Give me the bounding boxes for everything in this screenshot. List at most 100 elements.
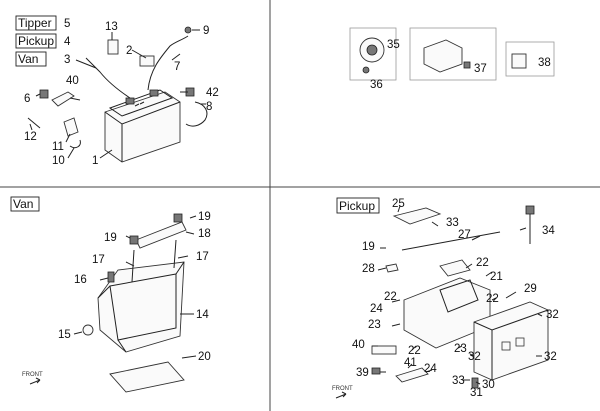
variant-label-van-bottom: Van bbox=[13, 197, 33, 211]
callout-40-pickup: 40 bbox=[352, 339, 365, 351]
callout-2: 2 bbox=[126, 45, 132, 57]
callout-1: 1 bbox=[92, 155, 98, 167]
callout-21: 21 bbox=[490, 271, 503, 283]
callout-22d: 22 bbox=[408, 345, 421, 357]
variant-label-tipper: Tipper bbox=[18, 16, 52, 30]
callout-18: 18 bbox=[198, 228, 211, 240]
battery-quadrant: Tipper 5 Pickup 4 Van 3 13 9 2 7 bbox=[15, 15, 219, 167]
bolt-9 bbox=[184, 26, 192, 34]
strip-40 bbox=[371, 345, 397, 355]
positive-cable bbox=[147, 35, 189, 91]
callout-6: 6 bbox=[24, 93, 30, 105]
grommet-15 bbox=[82, 324, 94, 336]
battery-terminal-neg bbox=[125, 97, 135, 105]
battery-terminal-pos bbox=[149, 89, 159, 97]
front-arrow-pickup bbox=[335, 391, 347, 399]
vent-hose bbox=[185, 101, 208, 127]
variant-box-van bbox=[15, 51, 47, 67]
callout-20: 20 bbox=[198, 351, 211, 363]
front-label-van: FRONT bbox=[22, 372, 43, 378]
switch-fitting bbox=[463, 61, 471, 69]
callout-7: 7 bbox=[174, 61, 180, 73]
nut-19b bbox=[129, 235, 139, 245]
callout-22c: 22 bbox=[486, 293, 499, 305]
battery-box-inner bbox=[109, 273, 177, 341]
variant-box-pickup-bottom bbox=[336, 197, 380, 214]
callout-30: 30 bbox=[482, 379, 495, 391]
leader-lines-van bbox=[73, 215, 197, 359]
frame-21-inner bbox=[439, 279, 479, 313]
mat-20 bbox=[109, 361, 185, 393]
relay-part bbox=[511, 53, 527, 69]
callout-14: 14 bbox=[196, 309, 209, 321]
callout-16: 16 bbox=[74, 274, 87, 286]
horn-frame bbox=[349, 27, 397, 81]
bolt-16 bbox=[107, 271, 115, 283]
callout-35: 35 bbox=[387, 39, 400, 51]
callout-29: 29 bbox=[524, 283, 537, 295]
callout-15: 15 bbox=[58, 329, 71, 341]
callout-32a: 32 bbox=[546, 309, 559, 321]
callout-33b: 33 bbox=[452, 375, 465, 387]
van-battery-box-quadrant: Van 19 19 18 17 17 16 14 15 20 FRONT bbox=[10, 196, 211, 393]
callout-32b: 32 bbox=[468, 351, 481, 363]
clip-11 bbox=[63, 117, 79, 137]
clamp-10 bbox=[69, 139, 81, 149]
callout-23b: 23 bbox=[454, 343, 467, 355]
callout-13: 13 bbox=[105, 21, 118, 33]
cover-window-b bbox=[515, 337, 525, 347]
nut-19a bbox=[173, 213, 183, 223]
callout-27: 27 bbox=[458, 229, 471, 241]
relay-frame bbox=[505, 41, 555, 77]
pickup-battery-quadrant: Pickup 25 33 27 34 19 28 22 21 29 22 bbox=[332, 197, 559, 399]
callout-11: 11 bbox=[52, 141, 64, 153]
variant-box-tipper bbox=[15, 15, 57, 31]
callout-17a: 17 bbox=[92, 254, 105, 266]
variant-box-van-bottom bbox=[10, 196, 40, 212]
callout-9: 9 bbox=[203, 25, 209, 37]
horn-center bbox=[366, 44, 378, 56]
callout-25: 25 bbox=[392, 198, 405, 210]
callout-3: 3 bbox=[64, 54, 70, 66]
rod-27 bbox=[401, 231, 501, 251]
bolt-head-34 bbox=[525, 205, 535, 215]
callout-37: 37 bbox=[474, 63, 487, 75]
callout-22b: 22 bbox=[384, 291, 397, 303]
battery-top bbox=[108, 89, 174, 117]
negative-cable bbox=[85, 57, 131, 99]
callout-8: 8 bbox=[206, 101, 212, 113]
battery-cover-edges bbox=[473, 309, 549, 380]
leader-lines bbox=[29, 29, 206, 159]
support-21 bbox=[439, 259, 471, 277]
callout-28: 28 bbox=[362, 263, 375, 275]
variant-label-van: Van bbox=[18, 52, 38, 66]
callout-19-pickup: 19 bbox=[362, 241, 375, 253]
callout-34: 34 bbox=[542, 225, 555, 237]
cover-window-a bbox=[501, 341, 511, 351]
front-arrow-van bbox=[29, 377, 41, 385]
callout-24a: 24 bbox=[370, 303, 383, 315]
switch-frame bbox=[409, 27, 497, 81]
variant-label-pickup-bottom: Pickup bbox=[339, 199, 375, 213]
callout-12: 12 bbox=[24, 131, 37, 143]
leader-lines-pickup bbox=[372, 205, 543, 385]
callout-19b: 19 bbox=[104, 232, 117, 244]
callout-40: 40 bbox=[66, 75, 79, 87]
battery-box-edges bbox=[97, 261, 185, 353]
electrical-quadrant: 35 36 37 38 bbox=[349, 27, 555, 91]
callout-38: 38 bbox=[538, 57, 551, 69]
callout-33a: 33 bbox=[446, 217, 459, 229]
callout-39: 39 bbox=[356, 367, 369, 379]
bolt-36 bbox=[362, 66, 370, 74]
bracket-40 bbox=[51, 91, 75, 107]
callout-31: 31 bbox=[470, 387, 483, 399]
switch-part bbox=[423, 39, 463, 73]
rod-12 bbox=[27, 117, 41, 129]
nut-39 bbox=[371, 367, 381, 375]
callout-5: 5 bbox=[64, 18, 70, 30]
battery-vent-marks bbox=[134, 101, 145, 107]
callout-23a: 23 bbox=[368, 319, 381, 331]
callout-42: 42 bbox=[206, 87, 219, 99]
strap-18 bbox=[135, 221, 187, 249]
